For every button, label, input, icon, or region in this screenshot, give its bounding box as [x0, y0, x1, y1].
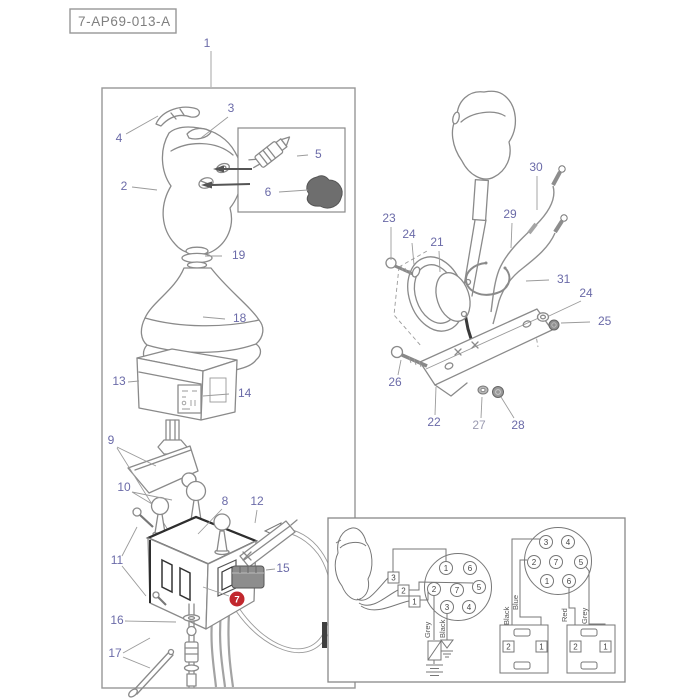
wire-label-black-a: Black [438, 619, 447, 638]
bullet-terminal-icon [560, 214, 568, 222]
rubber-cap-art [306, 175, 343, 209]
relay-a: 2 1 [499, 624, 549, 674]
callout-19[interactable]: 19 [232, 248, 246, 262]
callout-27[interactable]: 27 [472, 418, 486, 432]
decal-plate-art [177, 384, 202, 414]
pin-a7: 7 [455, 586, 460, 595]
wire-label-black-b: Black [502, 606, 511, 625]
callout-21[interactable]: 21 [430, 235, 444, 249]
callout-29[interactable]: 29 [503, 207, 517, 221]
arrow-left-icon [213, 165, 224, 173]
terminal-3: 3 [391, 574, 396, 583]
relay-a-terminal-1: 1 [539, 643, 544, 652]
drum-art [407, 256, 472, 332]
pin-a6: 6 [468, 564, 473, 573]
terminal-1: 1 [412, 598, 417, 607]
callout-17[interactable]: 17 [108, 646, 122, 660]
callout-5[interactable]: 5 [315, 147, 322, 161]
pivot-bracket-art [127, 419, 199, 494]
callout-18[interactable]: 18 [233, 311, 247, 325]
connector-a-pins: 1 6 2 7 5 3 4 [427, 561, 486, 614]
knob-cap-art [155, 106, 201, 127]
pin-a5: 5 [477, 583, 482, 592]
pin-b7: 7 [554, 558, 559, 567]
callout-10[interactable]: 10 [117, 480, 131, 494]
knob-art [161, 126, 242, 256]
pin-a4: 4 [467, 603, 472, 612]
diode-symbol [426, 640, 443, 676]
ground-symbol [440, 639, 454, 658]
callout-25[interactable]: 25 [598, 314, 612, 328]
pin-b2: 2 [532, 558, 537, 567]
callout-4[interactable]: 4 [116, 131, 123, 145]
switch-inset: 5 6 [237, 127, 346, 213]
callout-9[interactable]: 9 [108, 433, 115, 447]
callout-2[interactable]: 2 [121, 179, 128, 193]
pin-b4: 4 [566, 538, 571, 547]
connector-b-pins: 3 4 2 7 5 1 6 [527, 535, 588, 588]
solenoid-art [239, 519, 298, 568]
callout-28[interactable]: 28 [511, 418, 525, 432]
wire-harness-art [490, 165, 568, 325]
highlighted-callout-7[interactable]: 7 [229, 591, 245, 607]
plug-connector-art [231, 565, 265, 589]
wire-label-grey-a: Grey [423, 621, 432, 638]
pin-b1: 1 [545, 577, 550, 586]
main-frame [101, 87, 356, 689]
part-code-box: 7-AP69-013-A [69, 8, 177, 34]
cable-end-mark [322, 622, 327, 648]
callout-30[interactable]: 30 [529, 160, 543, 174]
callout-11[interactable]: 11 [111, 553, 124, 567]
callout-8[interactable]: 8 [222, 494, 229, 508]
linkage-rod-art [128, 603, 201, 698]
callout-23[interactable]: 23 [382, 211, 396, 225]
bullet-terminal-icon [558, 165, 566, 173]
arrow-left-icon [201, 181, 212, 189]
callout-14[interactable]: 14 [238, 386, 252, 400]
mount-plate-art [393, 250, 553, 397]
pointer-arrows [201, 165, 252, 189]
pin-a3: 3 [445, 603, 450, 612]
valve-block-art [132, 480, 259, 630]
callout-7[interactable]: 7 [234, 595, 239, 606]
callout-15[interactable]: 15 [276, 561, 290, 575]
pin-b3: 3 [544, 538, 549, 547]
callout-16[interactable]: 16 [110, 613, 124, 627]
callout-24b[interactable]: 24 [579, 286, 593, 300]
clip-art [464, 261, 511, 296]
inline-terminals: 3 2 1 [387, 571, 421, 608]
housing-art [136, 348, 238, 421]
callout-22[interactable]: 22 [427, 415, 441, 429]
relay-a-terminal-2: 2 [506, 643, 511, 652]
pin-b6: 6 [567, 577, 572, 586]
relay-b-terminal-2: 2 [573, 643, 578, 652]
callout-12[interactable]: 12 [250, 494, 264, 508]
highlight-badge[interactable] [229, 591, 245, 607]
wire-label-red: Red [560, 608, 569, 622]
wiring-schematic: 3 2 1 1 6 2 7 5 3 4 3 4 2 7 5 1 6 [322, 517, 626, 683]
callout-26[interactable]: 26 [388, 375, 402, 389]
schematic-knob-art [334, 527, 373, 601]
relay-b-terminal-1: 1 [603, 643, 608, 652]
callout-31[interactable]: 31 [557, 272, 571, 286]
callout-24a[interactable]: 24 [402, 227, 416, 241]
pin-b5: 5 [579, 558, 584, 567]
part-code: 7-AP69-013-A [78, 14, 171, 29]
wire-label-blue: Blue [511, 595, 520, 610]
relay-b: 2 1 [566, 624, 616, 674]
pin-a2: 2 [432, 585, 437, 594]
terminal-2: 2 [401, 587, 406, 596]
pin-a1: 1 [444, 564, 449, 573]
fasteners-right-art [385, 257, 560, 398]
callout-13[interactable]: 13 [112, 374, 126, 388]
switch-art [248, 136, 291, 169]
callout-1[interactable]: 1 [204, 36, 211, 50]
callout-3[interactable]: 3 [228, 101, 235, 115]
callout-6[interactable]: 6 [265, 185, 272, 199]
wire-label-grey-b: Grey [580, 607, 589, 624]
